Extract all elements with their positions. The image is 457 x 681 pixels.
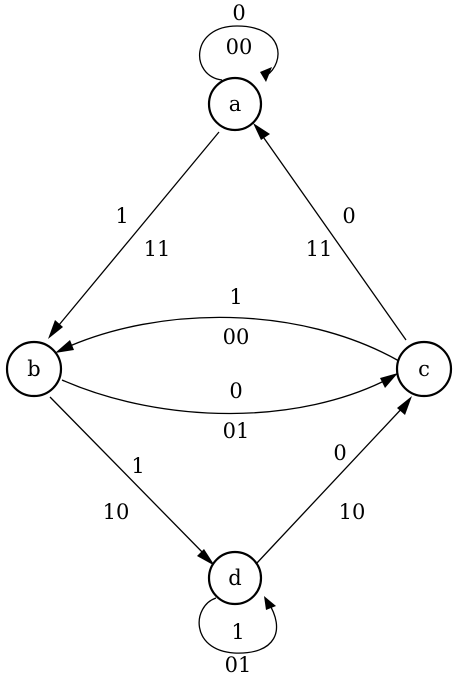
edge-b-d: 1 10 (49, 396, 215, 566)
node-d: d (207, 550, 263, 606)
edge-b-c: 0 01 (61, 373, 398, 443)
arrowhead (48, 320, 63, 339)
arrowhead (397, 396, 412, 415)
node-d-circle (207, 550, 263, 606)
edge-a-b: 1 11 (48, 131, 220, 339)
edge-a-a: 0 00 (199, 1, 279, 82)
edge-d-c-output: 10 (339, 500, 366, 524)
edge-c-a-output: 11 (306, 237, 333, 261)
node-c-circle (395, 340, 453, 398)
node-a-circle (207, 76, 263, 132)
node-d-label: d (228, 566, 241, 590)
edge-a-a-input: 0 (232, 1, 245, 25)
edge-c-b: 1 00 (55, 285, 400, 362)
arrowhead (380, 373, 398, 388)
arrowhead (264, 596, 276, 610)
edge-b-c-input: 0 (229, 379, 242, 403)
edge-b-d-output: 10 (103, 500, 130, 524)
edge-d-d: 1 01 (198, 596, 278, 677)
node-a-label: a (229, 92, 242, 116)
node-c: c (395, 340, 453, 398)
arrowhead (260, 67, 272, 82)
edge-c-a: 0 11 (253, 123, 407, 341)
edge-d-d-output: 01 (225, 653, 252, 677)
arrowhead (253, 123, 270, 140)
edge-d-c-input: 0 (333, 441, 346, 465)
edge-c-b-output: 00 (223, 325, 250, 349)
edge-c-a-input: 0 (342, 204, 355, 228)
edge-c-b-input: 1 (229, 285, 242, 309)
node-a: a (207, 76, 263, 132)
edge-a-b-input: 1 (115, 204, 128, 228)
node-b-circle (5, 340, 63, 398)
edge-d-c: 0 10 (255, 396, 412, 565)
edge-a-a-output: 00 (226, 35, 253, 59)
edge-b-d-input: 1 (131, 454, 144, 478)
edge-d-d-input: 1 (231, 620, 244, 644)
node-b-label: b (27, 357, 40, 381)
node-b: b (5, 340, 63, 398)
node-c-label: c (418, 357, 430, 381)
edge-b-c-output: 01 (223, 419, 250, 443)
arrowhead (197, 549, 215, 566)
arrowhead (55, 340, 74, 353)
edge-a-b-output: 11 (144, 237, 171, 261)
